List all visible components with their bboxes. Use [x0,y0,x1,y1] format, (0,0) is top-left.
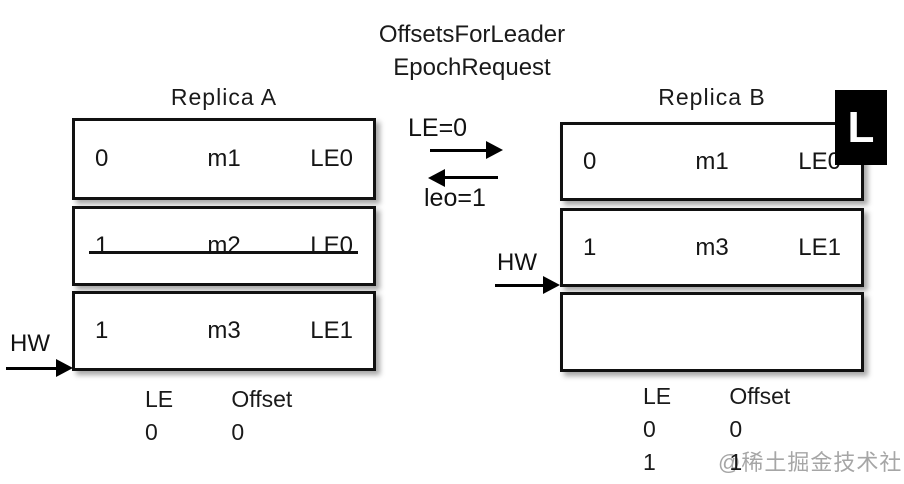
offset-col-header: Offset [729,383,791,409]
log-message: m3 [207,317,241,344]
replica-b-log-row-2-empty [560,292,864,372]
epoch-table-header: LE Offset [145,386,292,419]
epoch-table-row: 0 0 [145,419,292,452]
replica-a-hw-label: HW [10,330,50,357]
log-epoch: LE0 [798,147,841,175]
epoch-value: 1 [643,449,656,475]
replica-a-log-row-1: 1 m2 LE0 [72,206,376,286]
replica-a-log-row-0: 0 m1 LE0 [72,118,376,200]
replica-a-epoch-table: LE Offset 0 0 [145,386,292,452]
log-offset: 1 [95,317,109,344]
replica-b-hw-arrow-head [543,276,560,294]
request-arrow-shaft [430,149,488,152]
log-epoch: LE0 [310,145,353,172]
epoch-col-header: LE [643,383,672,409]
response-arrow-head [428,169,445,187]
strikethrough-line [89,251,358,254]
epoch-table-row: 0 0 [643,416,790,449]
replica-a-log-row-2: 1 m3 LE1 [72,291,376,371]
replica-b-hw-label: HW [497,249,537,276]
replica-a-hw-arrow-head [56,359,73,377]
offset-value: 0 [231,419,245,445]
log-message: m2 [207,232,241,259]
log-epoch: LE0 [310,232,353,259]
offset-value: 1 [729,449,743,475]
epoch-table-header: LE Offset [643,383,790,416]
diagram-title-line2: EpochRequest [393,54,551,81]
log-offset: 0 [95,145,109,172]
log-message: m1 [207,145,241,172]
response-arrow-shaft [444,176,498,179]
watermark-text: @稀土掘金技术社区 [718,450,903,484]
replica-b-hw-arrow-shaft [495,284,545,287]
diagram-title: OffsetsForLeader EpochRequest [302,18,642,84]
epoch-value: 0 [643,416,656,442]
offset-value: 0 [729,416,743,442]
response-leo-label: leo=1 [424,184,486,212]
diagram-title-line1: OffsetsForLeader [378,21,566,48]
request-epoch-label: LE=0 [408,114,468,142]
replica-b-log-row-1: 1 m3 LE1 [560,208,864,287]
log-offset: 1 [583,233,597,261]
replica-a-hw-arrow-shaft [6,367,58,370]
replica-b-epoch-table: LE Offset 0 0 1 1 [643,383,790,482]
log-offset: 0 [583,147,597,175]
epoch-table-row: 1 1 [643,449,790,482]
replica-b-title: Replica B [658,84,766,110]
request-arrow-head [486,141,503,159]
epoch-value: 0 [145,419,158,445]
leader-badge: L [835,90,887,165]
log-epoch: LE1 [310,317,353,344]
replica-b-log-row-0: 0 m1 LE0 [560,122,864,201]
log-message: m1 [695,147,729,175]
epoch-col-header: LE [145,386,174,412]
replica-a-title: Replica A [170,84,278,110]
offset-col-header: Offset [231,386,293,412]
log-offset: 1 [95,232,109,259]
log-epoch: LE1 [798,233,841,261]
log-message: m3 [695,233,729,261]
